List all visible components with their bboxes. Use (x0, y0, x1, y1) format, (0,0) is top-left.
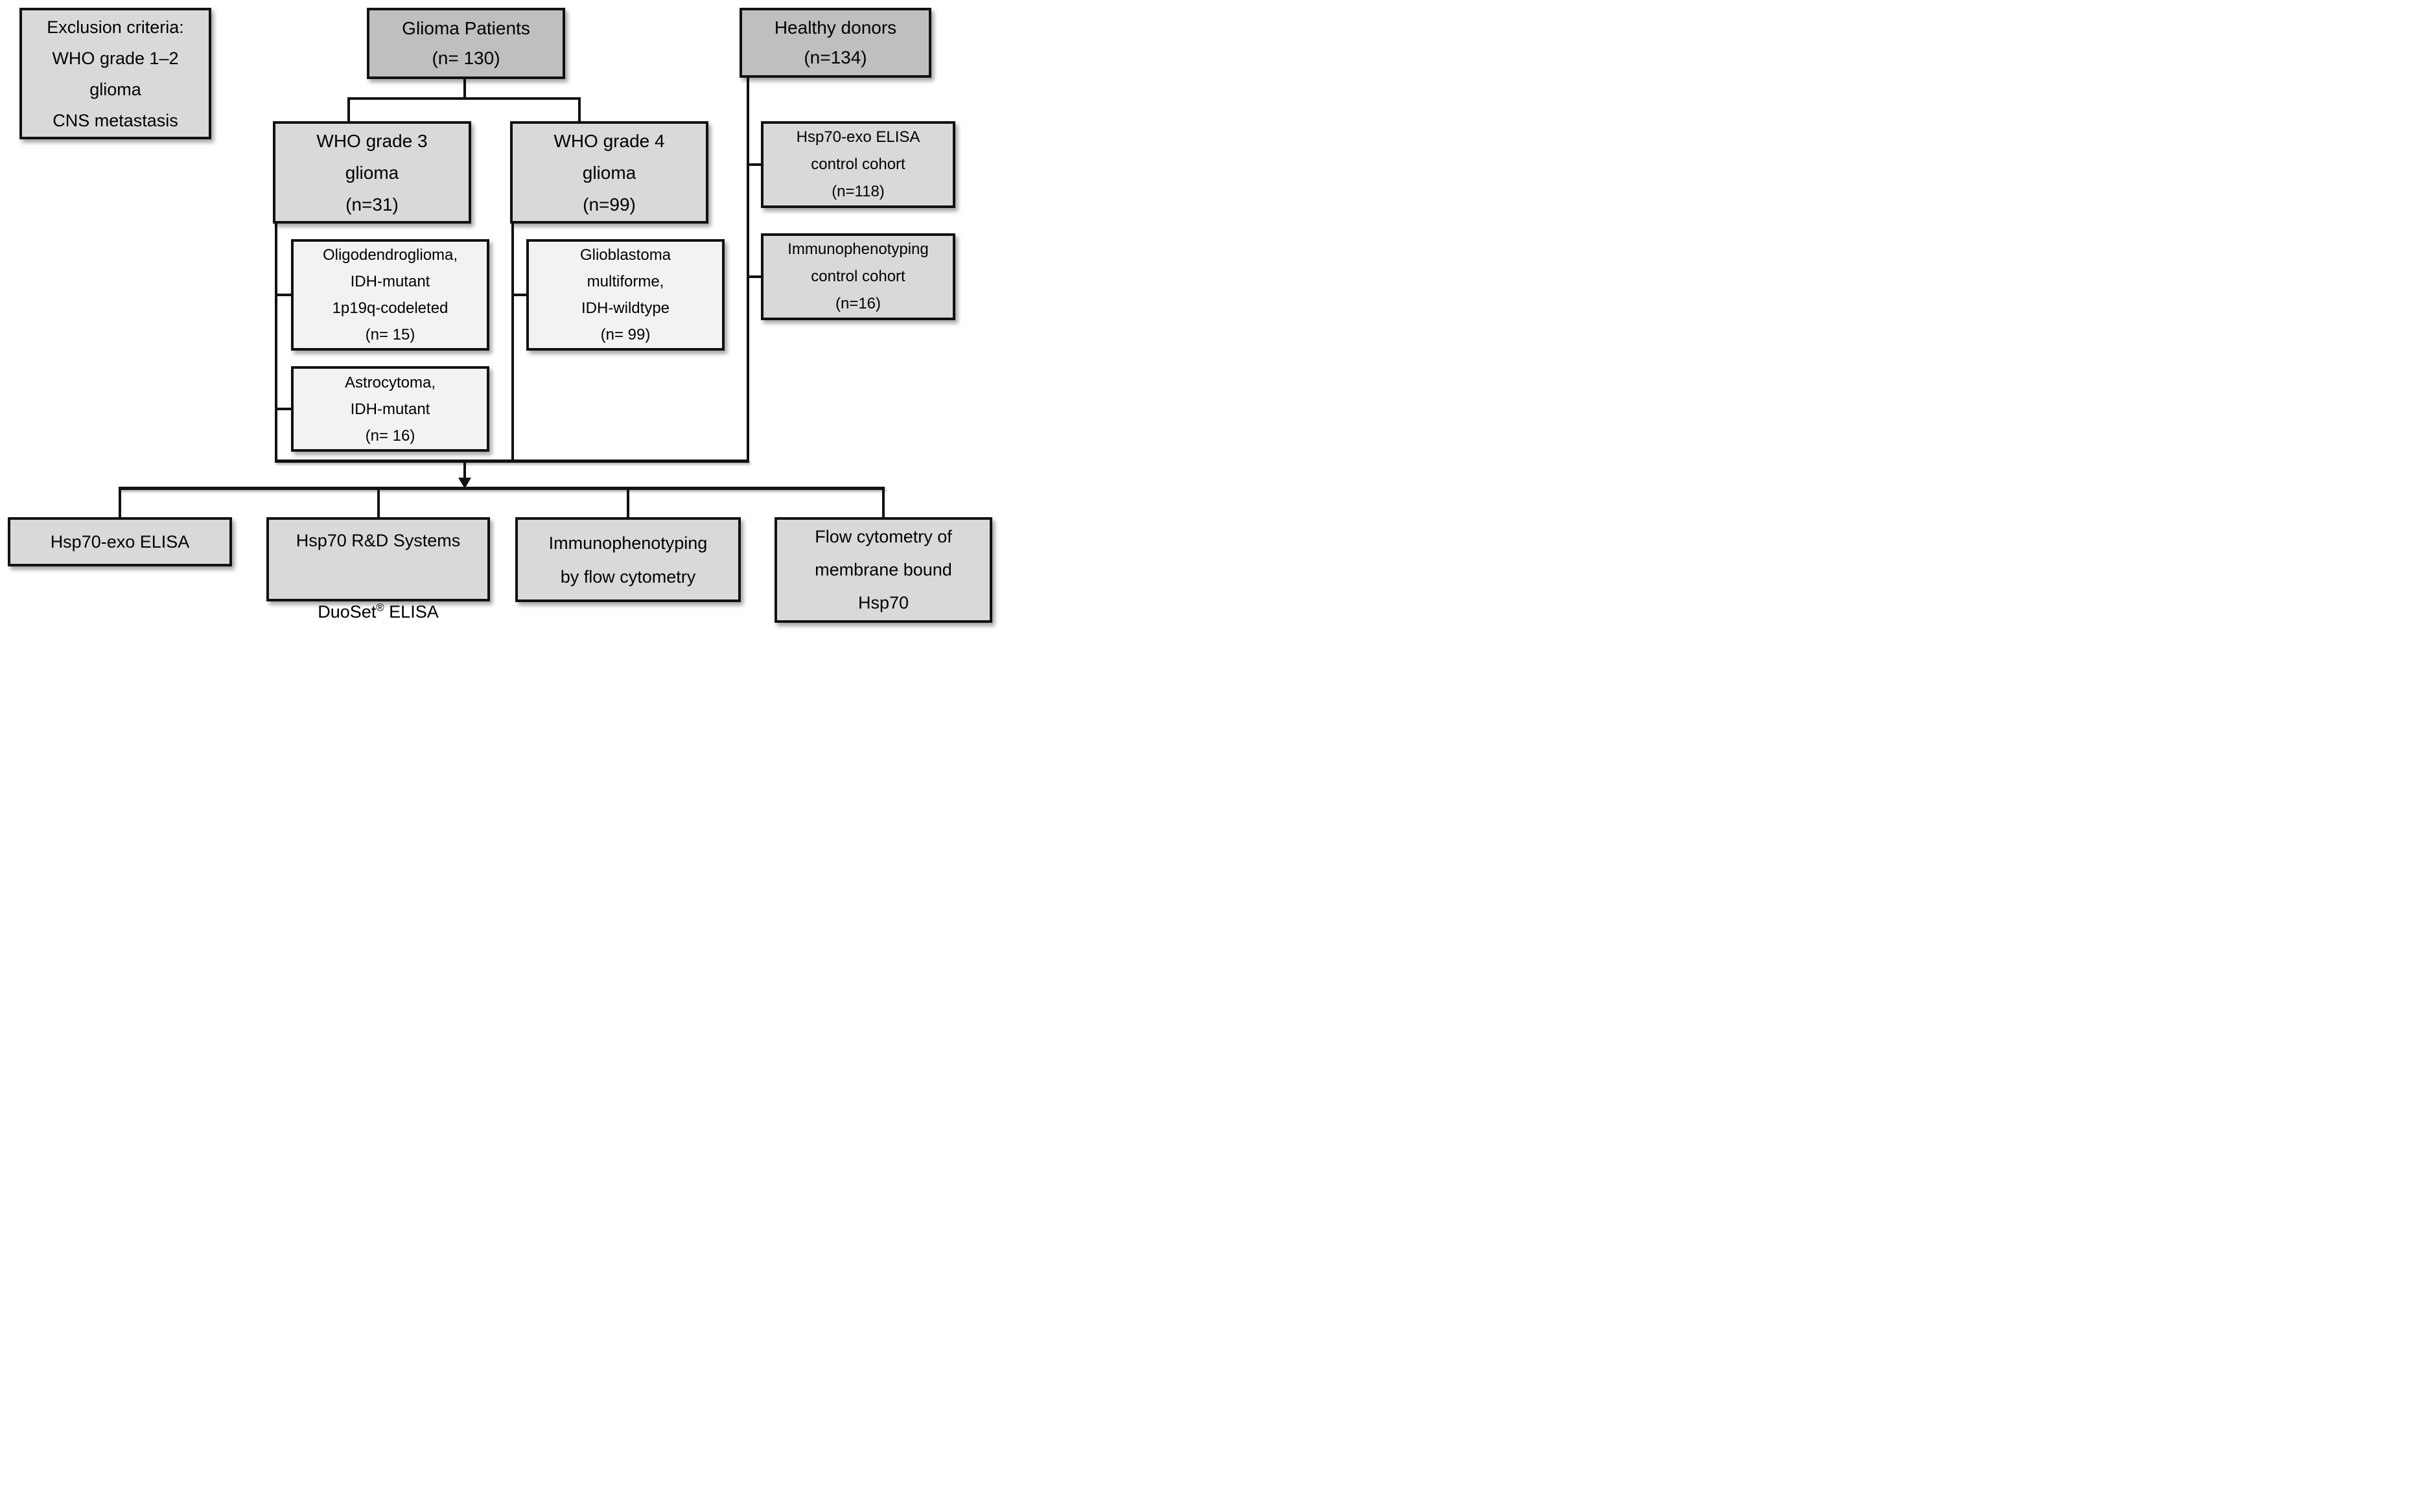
node-label: WHO grade 3 glioma (n=31) (316, 130, 428, 215)
node-astrocytoma: Astrocytoma, IDH-mutant (n= 16) (291, 366, 489, 452)
connector-stub-elisa-control (747, 163, 763, 166)
node-exclusion-criteria: Exclusion criteria: WHO grade 1–2 glioma… (19, 8, 211, 139)
duoset-line2-suffix: ELISA (384, 602, 439, 622)
connector-grade3-inlet (347, 99, 350, 122)
node-immunophenotyping-control-cohort: Immunophenotyping control cohort (n=16) (761, 233, 955, 320)
study-flow-diagram: Exclusion criteria: WHO grade 1–2 glioma… (0, 0, 1005, 630)
connector-drop-flow-cytometry (882, 487, 885, 517)
connector-grade3-trunk (275, 222, 277, 463)
node-label: Healthy donors (n=134) (774, 17, 897, 67)
node-assay-flow-cytometry-membrane-hsp70: Flow cytometry of membrane bound Hsp70 (775, 517, 992, 623)
node-label: Hsp70-exo ELISA control cohort (n=118) (796, 128, 920, 200)
node-healthy-donors: Healthy donors (n=134) (740, 8, 931, 78)
node-label: Glioma Patients (n= 130) (402, 18, 530, 68)
node-label: WHO grade 4 glioma (n=99) (554, 130, 665, 215)
node-assay-hsp70-exo-elisa: Hsp70-exo ELISA (8, 517, 232, 566)
node-label: Hsp70 R&D Systems DuoSet® ELISA (269, 490, 487, 629)
arrow-down-icon (458, 478, 471, 489)
connector-collector-line (275, 459, 749, 463)
node-label: Glioblastoma multiforme, IDH-wildtype (n… (579, 246, 671, 343)
node-who-grade4-glioma: WHO grade 4 glioma (n=99) (510, 121, 708, 224)
node-label: Astrocytoma, IDH-mutant (n= 16) (344, 373, 436, 445)
node-label: Exclusion criteria: WHO grade 1–2 glioma… (47, 17, 184, 130)
connector-drop-hsp70-exo-elisa (119, 487, 121, 517)
node-label: Immunophenotyping by flow cytometry (548, 533, 708, 587)
node-hsp70-exo-elisa-control-cohort: Hsp70-exo ELISA control cohort (n=118) (761, 121, 955, 208)
connector-stub-oligodendroglioma (275, 294, 293, 296)
node-glioblastoma-multiforme: Glioblastoma multiforme, IDH-wildtype (n… (526, 239, 725, 351)
duoset-line2-prefix: DuoSet (318, 602, 377, 622)
connector-grade-branch (347, 97, 581, 100)
connector-stub-glioblastoma (511, 294, 528, 296)
connector-drop-immunophenotyping (627, 490, 629, 517)
connector-glioma-patients-drop (463, 78, 466, 99)
node-label: Hsp70-exo ELISA (50, 532, 190, 552)
node-assay-hsp70-rd-duoset-elisa: Hsp70 R&D Systems DuoSet® ELISA (266, 517, 490, 622)
node-label: Immunophenotyping control cohort (n=16) (787, 240, 929, 312)
node-oligodendroglioma: Oligodendroglioma, IDH-mutant 1p19q-code… (291, 239, 489, 351)
duoset-line1: Hsp70 R&D Systems (296, 531, 461, 550)
connector-grade4-trunk (511, 222, 514, 463)
node-glioma-patients: Glioma Patients (n= 130) (367, 8, 565, 79)
node-label: Flow cytometry of membrane bound Hsp70 (815, 527, 952, 612)
connector-drop-duoset-elisa (377, 490, 380, 517)
node-assay-immunophenotyping-flow-cytometry: Immunophenotyping by flow cytometry (515, 517, 741, 602)
connector-distributor-line (119, 487, 885, 490)
connector-stub-astrocytoma (275, 408, 293, 410)
connector-grade4-inlet (578, 99, 581, 122)
registered-trademark-icon: ® (376, 601, 384, 614)
node-who-grade3-glioma: WHO grade 3 glioma (n=31) (273, 121, 471, 224)
connector-arrow-stem (463, 461, 466, 479)
connector-stub-immunophenotyping-control (747, 275, 763, 278)
connector-healthy-donors-trunk (747, 76, 749, 463)
node-label: Oligodendroglioma, IDH-mutant 1p19q-code… (322, 246, 458, 343)
